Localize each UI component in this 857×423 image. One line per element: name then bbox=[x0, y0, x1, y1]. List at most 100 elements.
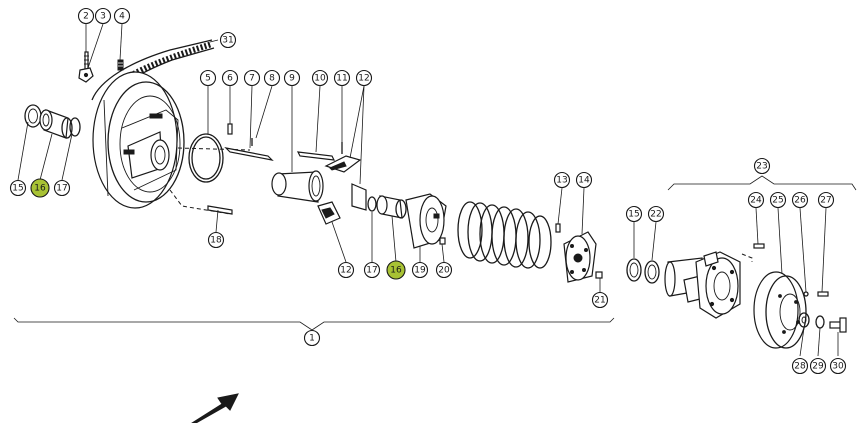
callout-14: 14 bbox=[575, 171, 593, 189]
callout-19: 19 bbox=[411, 261, 429, 279]
part-segment-12-side bbox=[351, 183, 367, 211]
callout-circle bbox=[221, 69, 239, 87]
callout-number: 13 bbox=[556, 176, 567, 186]
callout-22: 22 bbox=[647, 205, 665, 223]
callout-number: 19 bbox=[414, 266, 426, 276]
callout-12: 12 bbox=[337, 261, 355, 279]
callout-3: 3 bbox=[94, 7, 112, 25]
callout-circle bbox=[9, 179, 27, 197]
callout-12: 12 bbox=[355, 69, 373, 87]
callout-circle bbox=[263, 69, 281, 87]
part-screw-6 bbox=[227, 123, 233, 135]
part-flange-14 bbox=[563, 231, 597, 283]
callout-30: 30 bbox=[829, 357, 847, 375]
callout-number: 30 bbox=[832, 362, 844, 372]
callout-number: 20 bbox=[438, 266, 450, 276]
assembly-path-dashed bbox=[741, 253, 753, 262]
callout-circle bbox=[791, 357, 809, 375]
callout-number: 27 bbox=[820, 196, 831, 206]
callout-number: 4 bbox=[119, 12, 125, 22]
callout-circle bbox=[625, 205, 643, 223]
callout-number: 25 bbox=[772, 196, 783, 206]
callout-number: 12 bbox=[340, 266, 351, 276]
callout-9: 9 bbox=[283, 69, 301, 87]
callout-circle bbox=[411, 261, 429, 279]
callout-number: 28 bbox=[794, 362, 806, 372]
callout-16: 16 bbox=[386, 260, 406, 280]
callout-circle bbox=[53, 179, 71, 197]
callout-number: 23 bbox=[756, 162, 767, 172]
callout-number: 26 bbox=[794, 196, 806, 206]
callout-circle bbox=[30, 178, 50, 198]
part-sleeve-9 bbox=[271, 170, 324, 203]
callout-circle bbox=[283, 69, 301, 87]
callout-number: 1 bbox=[309, 334, 315, 344]
part-washer-15-right bbox=[626, 258, 642, 282]
part-spring-4 bbox=[117, 59, 124, 71]
part-ring-17-right bbox=[367, 196, 377, 212]
callout-circle bbox=[817, 191, 835, 209]
callout-13: 13 bbox=[553, 171, 571, 189]
part-spring bbox=[457, 201, 552, 269]
part-key-7 bbox=[224, 147, 274, 161]
callout-circle bbox=[333, 69, 351, 87]
callout-circle bbox=[94, 7, 112, 25]
callout-circle bbox=[207, 231, 225, 249]
callout-number: 24 bbox=[750, 196, 762, 206]
callout-number: 29 bbox=[812, 362, 824, 372]
part-pin-21 bbox=[595, 271, 603, 279]
callout-circle bbox=[337, 261, 355, 279]
callout-31: 31 bbox=[219, 31, 237, 49]
callout-26: 26 bbox=[791, 191, 809, 209]
part-bar-10 bbox=[296, 151, 336, 161]
assembly-path-dashed bbox=[177, 147, 251, 151]
callout-circle bbox=[363, 261, 381, 279]
callout-number: 17 bbox=[56, 184, 67, 194]
part-washer-28 bbox=[798, 312, 810, 328]
part-washer-22 bbox=[644, 260, 660, 284]
part-key-18 bbox=[207, 205, 233, 215]
callout-circle bbox=[829, 357, 847, 375]
callout-number: 6 bbox=[227, 74, 233, 84]
assembly-bracket-1 bbox=[13, 317, 615, 331]
part-disc-25 bbox=[753, 271, 807, 349]
callout-number: 15 bbox=[628, 210, 639, 220]
callout-circle bbox=[575, 171, 593, 189]
callout-24: 24 bbox=[747, 191, 765, 209]
callout-number: 18 bbox=[210, 236, 222, 246]
part-ring-5 bbox=[188, 133, 224, 183]
callout-4: 4 bbox=[113, 7, 131, 25]
part-bushing-16 bbox=[39, 109, 73, 139]
callout-1: 1 bbox=[303, 329, 321, 347]
callout-circle bbox=[809, 357, 827, 375]
callout-8: 8 bbox=[263, 69, 281, 87]
callout-number: 11 bbox=[336, 74, 347, 84]
part-segment-12-lower bbox=[317, 201, 341, 225]
part-pulley bbox=[92, 71, 185, 209]
part-segment-12 bbox=[324, 155, 362, 173]
callout-7: 7 bbox=[243, 69, 261, 87]
callout-circle bbox=[435, 261, 453, 279]
part-key-20 bbox=[439, 237, 446, 245]
callout-23: 23 bbox=[753, 157, 771, 175]
callout-circle bbox=[753, 157, 771, 175]
callout-15: 15 bbox=[625, 205, 643, 223]
part-pin-27 bbox=[817, 291, 829, 297]
callout-6: 6 bbox=[221, 69, 239, 87]
callout-number: 14 bbox=[578, 176, 590, 186]
callout-circle bbox=[553, 171, 571, 189]
callout-number: 22 bbox=[650, 210, 661, 220]
callout-number: 12 bbox=[358, 74, 369, 84]
callout-10: 10 bbox=[311, 69, 329, 87]
part-hub-19 bbox=[405, 193, 447, 249]
callout-number: 16 bbox=[34, 184, 46, 194]
callout-5: 5 bbox=[199, 69, 217, 87]
part-washer-29 bbox=[815, 315, 825, 329]
callout-15: 15 bbox=[9, 179, 27, 197]
part-bushing-16-right bbox=[376, 195, 407, 219]
callout-2: 2 bbox=[77, 7, 95, 25]
callout-circle bbox=[355, 69, 373, 87]
callout-number: 7 bbox=[249, 74, 255, 84]
part-nut-3 bbox=[78, 67, 94, 83]
